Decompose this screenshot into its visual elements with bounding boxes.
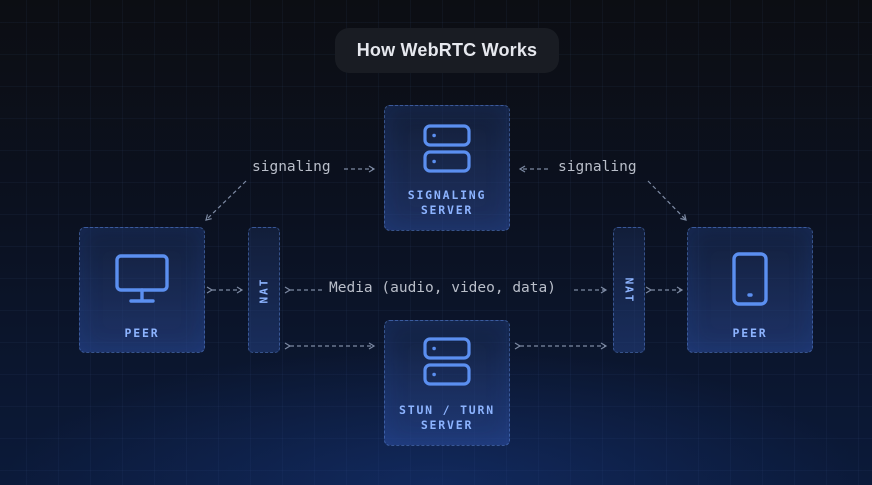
peer-right-node: PEER [687,227,813,353]
signaling-server-node: SIGNALING SERVER [384,105,510,231]
nat-right-node: NAT [613,227,645,353]
server-icon [423,124,471,173]
stun-turn-server-node: STUN / TURN SERVER [384,320,510,446]
peer-left-node: PEER [79,227,205,353]
server-icon [423,337,471,386]
nat-left-node: NAT [248,227,280,353]
smartphone-icon [732,252,768,306]
stun-turn-server-label-line2: SERVER [420,418,474,432]
signaling-server-label-line1: SIGNALING [407,188,487,202]
stun-turn-server-label: STUN / TURN SERVER [399,403,495,433]
signaling-left-label: signaling [252,159,331,175]
nat-right-label: NAT [622,277,636,303]
stun-turn-server-label-line1: STUN / TURN [399,403,495,417]
peer-left-label: PEER [124,326,160,340]
nat-left-label: NAT [257,277,271,303]
edge-signaling-left-diagonal [205,180,247,221]
signaling-server-label: SIGNALING SERVER [408,188,487,218]
peer-right-label: PEER [732,326,768,340]
signaling-right-label: signaling [558,159,637,175]
title-pill: How WebRTC Works [335,28,559,73]
media-label: Media (audio, video, data) [329,280,556,296]
edge-signaling-right-diagonal [647,180,687,221]
signaling-server-label-line2: SERVER [420,203,474,217]
page-title: How WebRTC Works [356,40,538,60]
monitor-icon [115,254,169,303]
